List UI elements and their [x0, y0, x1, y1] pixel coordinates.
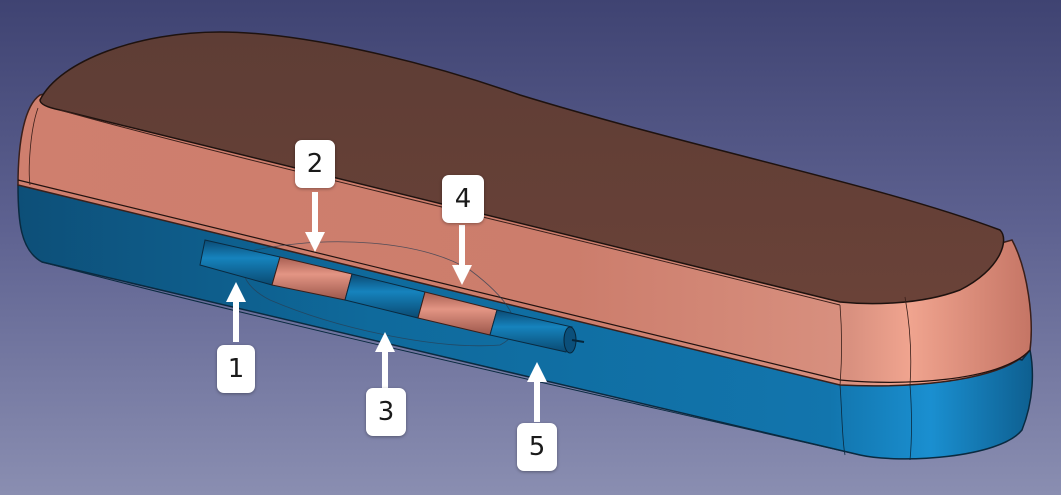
- callout-label-3: 3: [366, 388, 406, 436]
- callout-label-2: 2: [295, 140, 335, 188]
- edge-line-right-1: [839, 304, 842, 386]
- callout-arrows: [226, 192, 547, 422]
- lid-top: [39, 31, 1005, 305]
- lid-side: [17, 89, 1032, 387]
- hinge-pin: [571, 339, 585, 343]
- arrow-4: [452, 225, 472, 285]
- arrow-5: [527, 362, 547, 422]
- base-bottom-line: [41, 261, 861, 456]
- arrow-1: [226, 282, 246, 342]
- callout-label-1: 1: [217, 345, 255, 393]
- callout-label-4: 4: [442, 175, 484, 223]
- arrow-3: [375, 332, 395, 392]
- edge-line-right-2: [904, 296, 912, 386]
- hinge-assembly: [199, 239, 585, 354]
- hinge-knuckle-5: [489, 309, 573, 353]
- seam-line: [17, 179, 1031, 383]
- callout-label-5: 5: [517, 423, 557, 471]
- arrow-2: [305, 192, 325, 252]
- hinge-recess: [242, 241, 515, 347]
- edge-line-left: [28, 107, 39, 186]
- lid-rim-line: [59, 109, 841, 306]
- edge-line-right-3: [839, 384, 846, 456]
- edge-line-right-4: [909, 384, 912, 461]
